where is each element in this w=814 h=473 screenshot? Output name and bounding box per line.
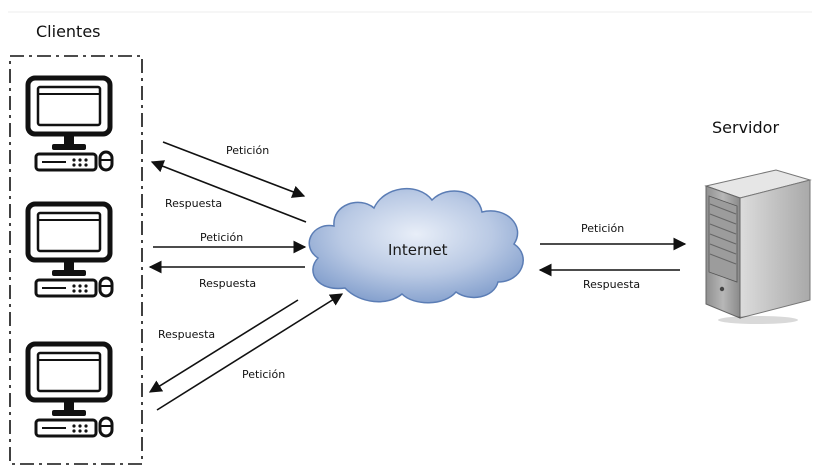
clients-title: Clientes bbox=[36, 22, 101, 41]
server-title: Servidor bbox=[712, 118, 780, 137]
server-request-label: Petición bbox=[581, 222, 625, 235]
arrow-c3-response bbox=[148, 299, 299, 393]
c1-response-label: Respuesta bbox=[165, 197, 223, 210]
server-response-label: Respuesta bbox=[583, 278, 641, 291]
arrow-c3-request bbox=[156, 293, 344, 411]
arrow-c1-request bbox=[162, 141, 306, 198]
c3-response-label: Respuesta bbox=[158, 328, 216, 341]
c1-request-label: Petición bbox=[226, 144, 270, 157]
c3-request-label: Petición bbox=[242, 368, 286, 381]
client-computer-icon-2 bbox=[25, 201, 114, 298]
internet-cloud-icon bbox=[308, 187, 524, 304]
server-tower-icon bbox=[704, 169, 812, 324]
c2-response-label: Respuesta bbox=[199, 277, 257, 290]
arrow-c1-response bbox=[150, 160, 307, 223]
clients-group-box bbox=[9, 55, 143, 465]
internet-label: Internet bbox=[388, 241, 448, 259]
client-computer-icon-1 bbox=[25, 75, 114, 172]
c2-request-label: Petición bbox=[200, 231, 244, 244]
client-computer-icon-3 bbox=[25, 341, 114, 438]
